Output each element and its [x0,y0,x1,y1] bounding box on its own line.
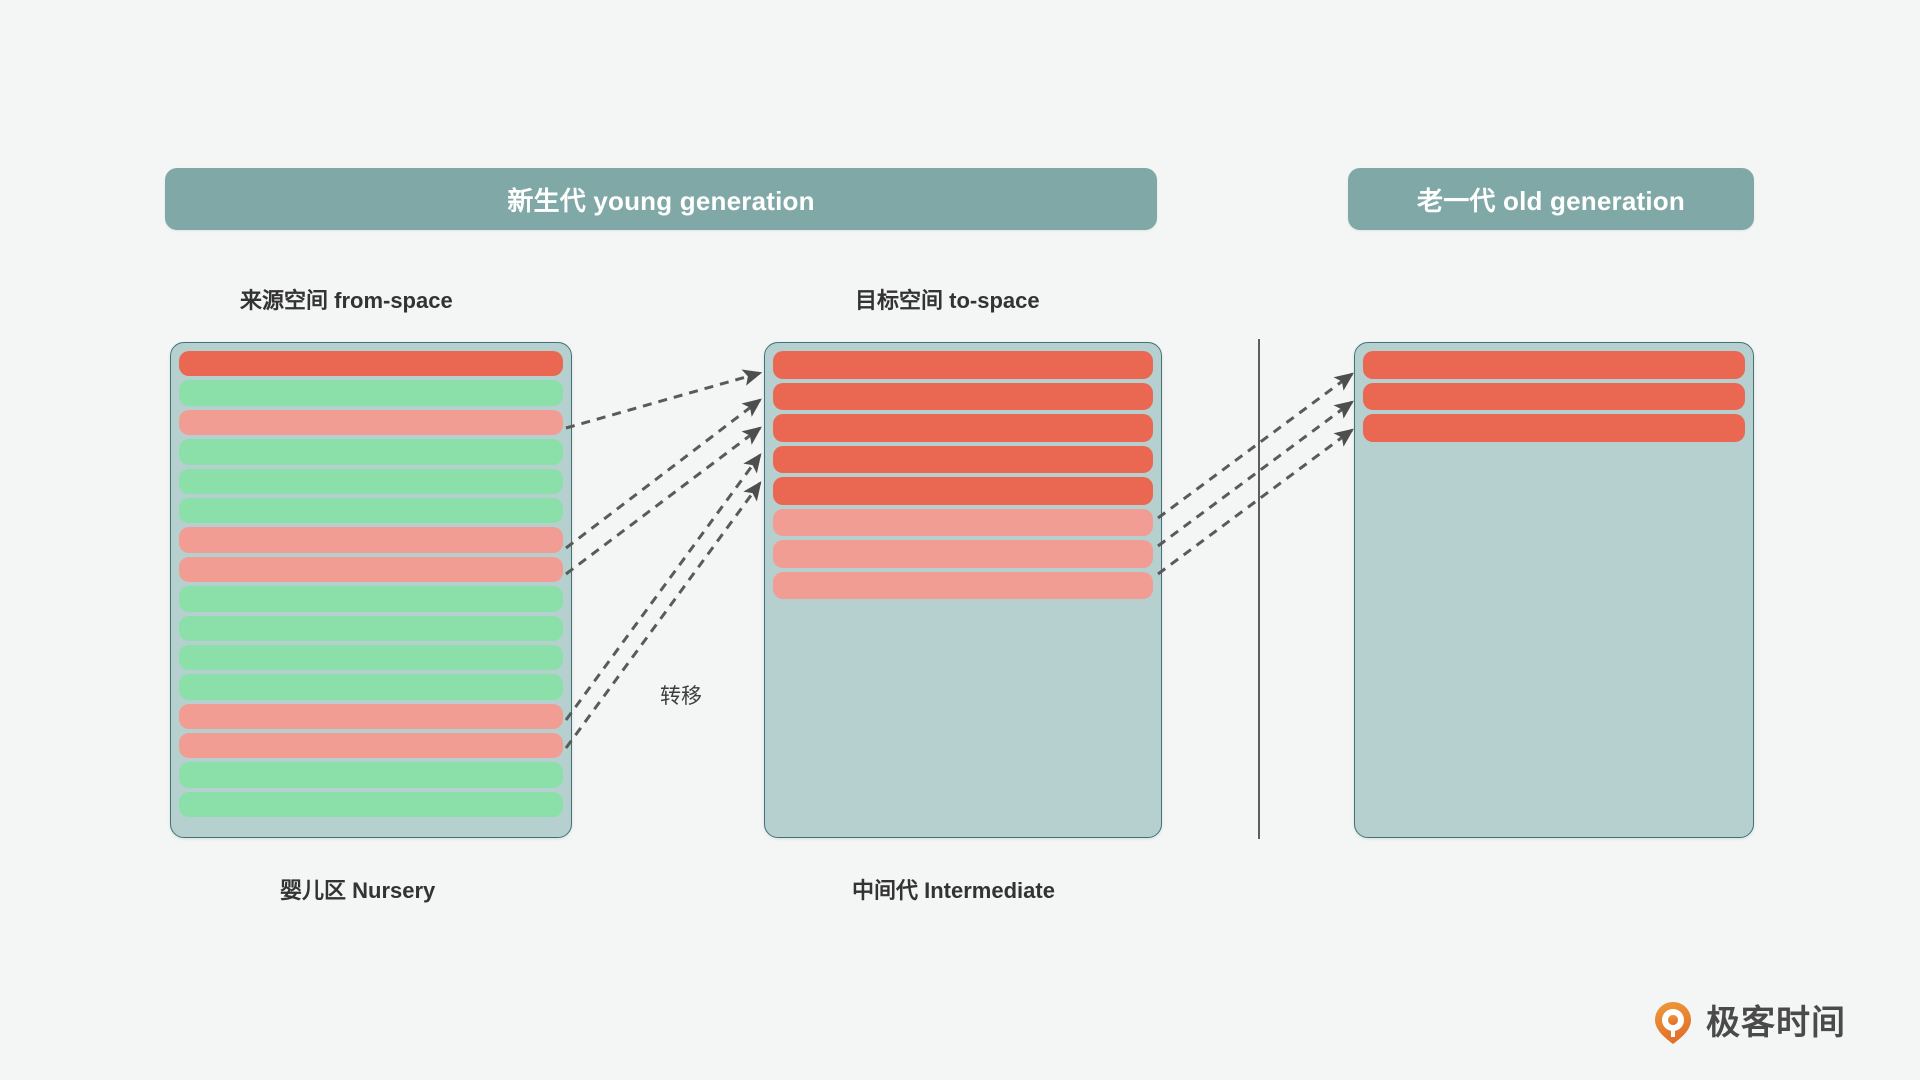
promotion-arrow [1157,372,1354,520]
nursery-caption: 婴儿区 Nursery [280,878,436,903]
promotion-arrow [1157,400,1354,548]
memory-object [179,733,563,759]
promotion-arrow [1157,428,1354,576]
geektime-logo-icon [1650,1000,1696,1046]
brand-logo: 极客时间 [1650,1000,1846,1046]
promotion-arrow [565,369,763,430]
transfer-label: 转移 [660,685,702,708]
memory-object [1363,382,1745,410]
memory-object [179,644,563,671]
memory-object [1363,414,1745,442]
old-generation-container [1354,342,1754,838]
young-generation-label: 新生代 young generation [507,185,815,216]
to-space-caption: 目标空间 to-space [855,288,1040,313]
memory-object [179,409,563,436]
promotion-arrow [565,398,762,550]
young-generation-header: 新生代 young generation [165,168,1157,230]
memory-object [773,382,1153,410]
memory-object [179,615,563,641]
memory-object [179,497,563,524]
memory-object [179,791,563,818]
generation-divider [1258,339,1260,839]
to-space-container [764,342,1162,838]
memory-object [1363,351,1745,379]
from-space-container [170,342,572,838]
memory-object [773,540,1153,568]
memory-object [773,477,1153,505]
memory-object [773,508,1153,536]
promotion-arrow [565,426,762,576]
memory-object [179,674,563,700]
memory-object [773,571,1153,599]
old-generation-label: 老一代 old generation [1417,185,1685,216]
memory-object [179,762,563,788]
brand-name: 极客时间 [1706,1004,1846,1042]
memory-object [773,414,1153,442]
intermediate-caption: 中间代 Intermediate [852,878,1055,903]
memory-object [179,351,563,377]
memory-object [179,586,563,612]
memory-object [179,556,563,583]
memory-object [179,380,563,406]
memory-object [179,468,563,494]
old-generation-header: 老一代 old generation [1348,168,1754,230]
memory-object [179,703,563,730]
arrow-group-to-space-to-old [1157,372,1354,576]
memory-object [773,445,1153,473]
from-space-caption: 来源空间 from-space [240,288,453,313]
memory-object [773,351,1153,379]
memory-object [179,527,563,553]
memory-object [179,439,563,465]
